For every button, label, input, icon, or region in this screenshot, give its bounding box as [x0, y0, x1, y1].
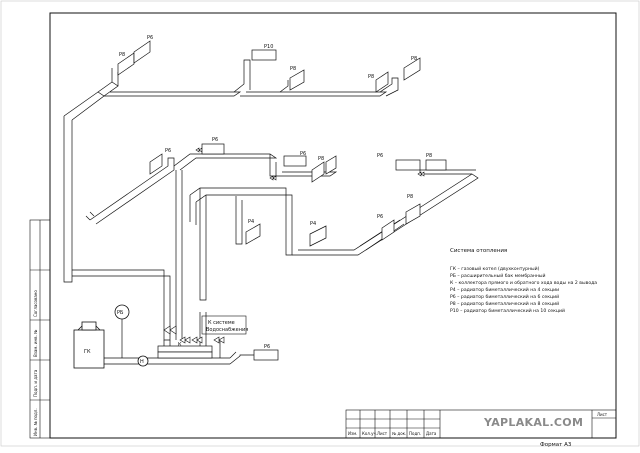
radiator-12 [425, 159, 447, 171]
legend-title: Система отопления [450, 248, 507, 254]
legend-item-3: К – коллектора прямого и обратного хода … [450, 280, 597, 286]
radiator-label-17: Р6 [264, 344, 270, 350]
radiator-label-14: Р6 [377, 214, 383, 220]
tb-header-sign: Подп. [409, 431, 421, 436]
radiator-5 [375, 71, 389, 93]
expansion-tank [114, 304, 130, 320]
radiator-label-2: Р8 [119, 52, 125, 58]
radiator-13 [405, 203, 421, 225]
legend: ГК – газовый котел (двухконтурный) РБ – … [450, 265, 597, 314]
radiator-6 [403, 57, 421, 81]
boiler [73, 321, 105, 369]
tb-sheet-label: Лист [597, 412, 608, 417]
radiator-8 [201, 143, 225, 155]
radiator-label-8: Р6 [212, 137, 218, 143]
title-block [345, 409, 617, 439]
collector-block [157, 345, 213, 359]
radiator-label-11: Р6 [377, 153, 383, 159]
radiator-label-10: Р8 [318, 156, 324, 162]
sheet-format: Формат А3 [540, 442, 572, 448]
watermark: YAPLAKAL.COM [483, 416, 583, 429]
drawing-frame [49, 12, 617, 439]
radiator-label-7: Р6 [165, 148, 171, 154]
water-supply-note-box [201, 315, 247, 335]
pump-label: Н [140, 359, 144, 365]
radiator-16 [309, 225, 327, 247]
water-supply-note-2: Водоснабжения [206, 327, 248, 333]
radiator-9 [283, 155, 307, 167]
side-stamp-inv: Инв. № подл. [33, 408, 38, 436]
side-stamp [29, 219, 51, 439]
radiator-label-16: Р4 [310, 221, 316, 227]
pump [137, 355, 149, 367]
radiator-3 [251, 49, 277, 61]
radiator-7 [149, 153, 163, 175]
radiator-14 [381, 219, 395, 241]
legend-item-2: РБ – расширительный бак мембранный [450, 272, 546, 279]
water-supply-note-1: К системе [208, 320, 235, 326]
collector-label: К [178, 342, 182, 348]
radiator-label-3: Р10 [264, 44, 273, 50]
radiator-label-9: Р6 [300, 151, 306, 157]
radiator-label-6: Р8 [411, 56, 417, 62]
legend-item-4: Р4 – радиатор биметаллический на 4 секци… [450, 286, 559, 293]
tb-header-date: Дата [426, 431, 437, 436]
radiator-label-1: Р6 [147, 35, 153, 41]
radiator-1 [117, 52, 135, 76]
radiator-labels: Р6 Р8 Р10 Р8 Р8 Р8 Р6 Р6 Р6 Р8 Р6 Р8 Р8 … [119, 35, 432, 350]
title-block-headers: Изм. Кол.уч. Лист № док. Подп. Дата Лист [348, 412, 608, 436]
expansion-tank-label: РБ [117, 310, 124, 316]
side-stamp-sign: Подп. и дата [33, 369, 38, 397]
radiators [117, 40, 447, 361]
radiator-4 [289, 69, 305, 91]
tb-header-list: Лист [377, 431, 388, 436]
boiler-label: ГК [84, 349, 91, 355]
radiator-label-5: Р8 [368, 74, 374, 80]
radiator-17 [253, 349, 279, 361]
legend-item-1: ГК – газовый котел (двухконтурный) [450, 265, 540, 272]
side-stamp-agreed: Согласовано [33, 290, 38, 317]
legend-item-5: Р6 – радиатор биметаллический на 6 секци… [450, 293, 559, 300]
radiator-15 [245, 223, 261, 245]
tb-header-kol: Кол.уч. [362, 431, 377, 436]
radiator-label-15: Р4 [248, 219, 254, 225]
radiator-2 [133, 40, 151, 64]
legend-item-7: Р10 – радиатор биметаллический на 10 сек… [450, 307, 565, 314]
radiator-label-12: Р8 [426, 153, 432, 159]
radiator-11 [395, 159, 421, 171]
tb-header-doc: № док. [392, 431, 406, 436]
side-stamp-replace: Взам. инв. № [33, 330, 38, 357]
radiator-label-4: Р8 [290, 66, 296, 72]
radiator-label-13: Р8 [407, 194, 413, 200]
tb-header-izm: Изм. [348, 431, 357, 436]
legend-item-6: Р8 – радиатор биметаллический на 8 секци… [450, 300, 559, 307]
valve-symbols [163, 147, 425, 344]
radiator-10 [311, 155, 337, 183]
